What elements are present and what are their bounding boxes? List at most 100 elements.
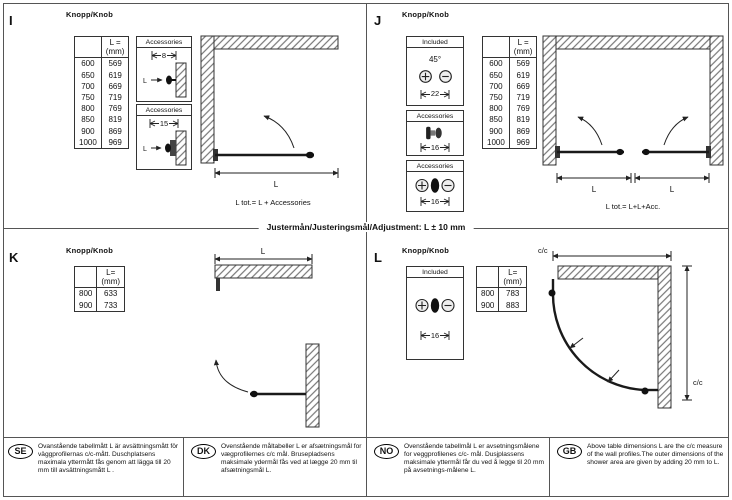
door-knob bbox=[306, 151, 314, 159]
center-vertical-divider bbox=[366, 3, 367, 437]
wall-top bbox=[557, 265, 659, 280]
wall-top bbox=[214, 264, 313, 279]
header-mm: (mm) bbox=[513, 47, 533, 57]
cell-mm: 819 bbox=[508, 114, 537, 126]
cell-mm: 869 bbox=[100, 125, 129, 137]
dim-arrow-right-icon bbox=[167, 51, 177, 60]
cell-l: 1000 bbox=[79, 137, 97, 147]
dimension-L bbox=[214, 254, 313, 264]
dim-value: 16 bbox=[430, 331, 440, 341]
cell-l: 1000 bbox=[487, 137, 505, 147]
country-badge-gb: GB bbox=[557, 444, 582, 459]
accessories-box-i-bottom: Accessories 15 L bbox=[136, 104, 192, 170]
dimension-L-left bbox=[556, 173, 632, 183]
knob-profile bbox=[166, 75, 172, 85]
dim-arrow-right-icon bbox=[440, 89, 450, 99]
adjustment-note: Justermån/Justeringsmål/Adjustment: L ± … bbox=[258, 222, 474, 232]
dimension-L bbox=[214, 168, 339, 178]
footnote-divider-1 bbox=[183, 437, 184, 497]
total-label: L tot.= L+L+Acc. bbox=[606, 202, 661, 211]
swing-arrow bbox=[263, 115, 295, 149]
cell-l: 800 bbox=[81, 104, 95, 114]
cell-mm: 969 bbox=[508, 136, 537, 149]
accessories-box-j-bottom: Accessories 16 bbox=[406, 160, 464, 212]
cell-l: 800 bbox=[489, 104, 503, 114]
section-letter-l: L bbox=[374, 250, 382, 265]
wall-profile-drawing: L bbox=[143, 62, 187, 98]
dim-value: 15 bbox=[159, 118, 169, 128]
cc-label-top: c/c bbox=[538, 246, 548, 255]
swing-arrow-right bbox=[663, 116, 689, 146]
dimension-cc-right bbox=[682, 265, 692, 401]
dim-arrow-left-icon bbox=[149, 119, 159, 128]
cell-l: 750 bbox=[489, 92, 503, 102]
diagram-double-door: L L L tot.= L+L+Acc. bbox=[542, 35, 724, 211]
cell-l: 800 bbox=[79, 289, 93, 299]
cell-l: 900 bbox=[489, 126, 503, 136]
dim-label-l-left: L bbox=[592, 185, 597, 194]
accessories-box-i-top: Accessories 8 L bbox=[136, 36, 192, 102]
section-header-l: Knopp/Knob bbox=[402, 246, 449, 255]
header-l: L= bbox=[106, 268, 116, 277]
box-body: 16 bbox=[407, 172, 463, 211]
header-mm: (mm) bbox=[503, 277, 523, 287]
knob-side-icon bbox=[426, 126, 442, 140]
total-label: L tot.= L + Accessories bbox=[235, 198, 311, 207]
knob-pair-icon bbox=[415, 177, 455, 193]
cell-mm: 969 bbox=[100, 136, 129, 149]
dim-arrow-right-icon bbox=[440, 143, 450, 152]
cell-l: 850 bbox=[489, 115, 503, 125]
diagram-single-door: L L tot.= L + Accessories bbox=[200, 35, 339, 207]
dimension-16: 16 bbox=[420, 143, 450, 152]
box-body: 45° 22 bbox=[407, 48, 463, 105]
table-row: 750 719 bbox=[483, 91, 537, 104]
table-row: 900 869 bbox=[483, 125, 537, 137]
cell-l: 600 bbox=[81, 59, 95, 69]
cell-mm: 869 bbox=[508, 125, 537, 137]
diagram-pivot-door: L bbox=[213, 247, 320, 428]
header-l: L = bbox=[517, 38, 529, 47]
cell-l: 600 bbox=[489, 59, 503, 69]
cell-mm: 669 bbox=[100, 80, 129, 92]
cell-l: 800 bbox=[481, 289, 495, 299]
cell-mm: 733 bbox=[96, 299, 125, 312]
knob-profile bbox=[165, 143, 171, 153]
knob-pair-row bbox=[418, 69, 453, 84]
cell-l: 650 bbox=[489, 70, 503, 80]
box-title: Included bbox=[407, 37, 463, 48]
cell-mm: 719 bbox=[508, 91, 537, 104]
header-mm: (mm) bbox=[101, 277, 121, 287]
wall-right bbox=[305, 343, 320, 428]
cell-l: 700 bbox=[81, 81, 95, 91]
knob-front-plus-icon bbox=[418, 70, 432, 83]
wall-left bbox=[200, 35, 215, 164]
col-header-lmm: L= (mm) bbox=[96, 266, 125, 289]
wall-left bbox=[542, 35, 557, 166]
cell-l: 850 bbox=[81, 115, 95, 125]
table-row: 700 669 bbox=[75, 80, 129, 92]
box-body: 16 bbox=[407, 122, 463, 155]
col-header-blank bbox=[74, 36, 102, 59]
dim-arrow-right-icon bbox=[440, 197, 450, 207]
country-badge-no: NO bbox=[374, 444, 399, 459]
dim-arrow-left-icon bbox=[420, 331, 430, 341]
footnote-text-no: Ovenstående tabellmål L er avsetningsmål… bbox=[404, 443, 544, 474]
table-row: 850 819 bbox=[483, 114, 537, 126]
box-title: Included bbox=[407, 267, 463, 278]
included-box-j: Included 45° 22 bbox=[406, 36, 464, 106]
dimension-16: 16 bbox=[420, 197, 450, 207]
footnote-divider-3 bbox=[549, 437, 550, 497]
cell-l: 650 bbox=[81, 70, 95, 80]
dim-value: 16 bbox=[430, 197, 440, 207]
country-badge-dk: DK bbox=[191, 444, 216, 459]
